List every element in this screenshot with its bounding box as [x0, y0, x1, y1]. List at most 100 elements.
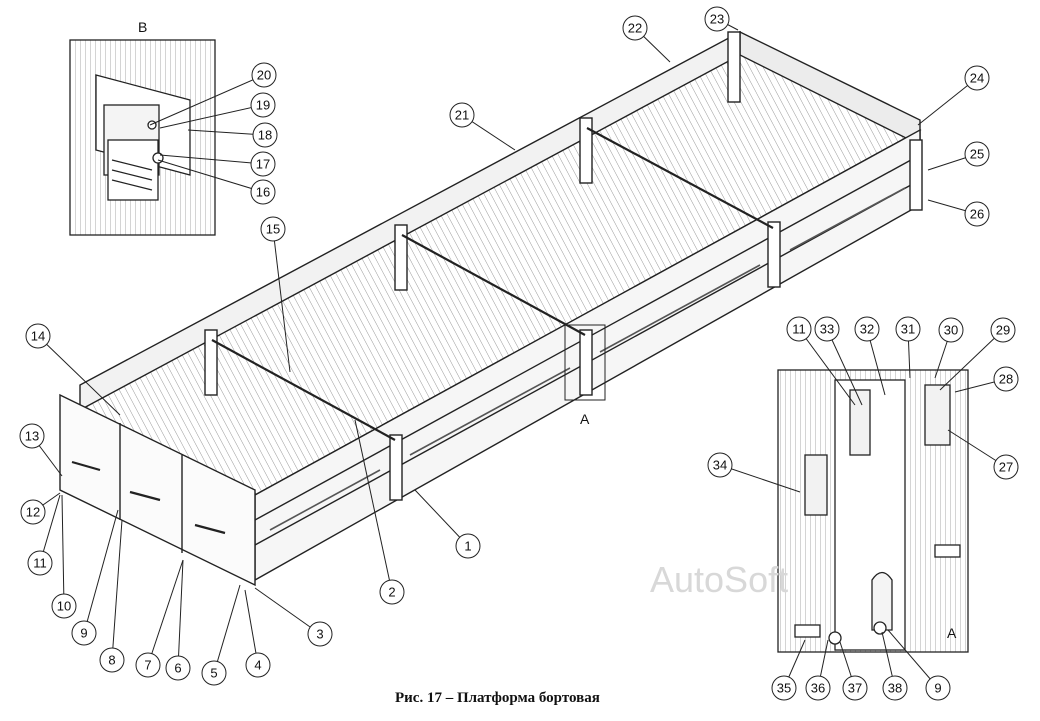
callout-circle — [165, 655, 191, 681]
callout-number: 27 — [999, 460, 1013, 475]
stanchion-1 — [204, 329, 218, 396]
callout-4: 4 — [244, 589, 271, 678]
callout-circle — [704, 6, 730, 32]
callout-number: 26 — [970, 207, 984, 222]
callout-leader — [159, 104, 264, 129]
callout-number: 2 — [388, 585, 395, 600]
callout-number: 32 — [860, 322, 874, 337]
callout-3: 3 — [254, 587, 333, 647]
inset-b-label: B — [138, 19, 147, 35]
callout-leader — [826, 328, 863, 406]
callout-circle — [455, 533, 481, 559]
callout-23: 23 — [704, 6, 739, 32]
callout-circle — [854, 316, 880, 342]
callout-circle — [622, 15, 648, 41]
callout-leader — [272, 228, 291, 373]
callout-29: 29 — [939, 317, 1016, 391]
callout-11: 11 — [27, 494, 61, 576]
callout-leader — [187, 129, 266, 136]
callout-37: 37 — [839, 641, 868, 701]
callout-circle — [895, 316, 921, 342]
callout-25: 25 — [927, 141, 990, 171]
stanchion-6 — [579, 329, 593, 396]
callout-leader — [244, 589, 259, 666]
callout-leader — [147, 559, 184, 666]
callout-circle — [27, 550, 53, 576]
callout-number: 38 — [888, 681, 902, 696]
callout-leader — [354, 419, 393, 593]
callout-28: 28 — [954, 366, 1019, 393]
stanchion-3 — [579, 117, 593, 184]
callout-leader — [719, 464, 801, 493]
detail-marker-a — [564, 324, 606, 401]
callout-circle — [993, 366, 1019, 392]
callout-9: 9 — [71, 509, 119, 646]
callout-circle — [707, 452, 733, 478]
callout-10: 10 — [51, 494, 77, 619]
callout-circle — [251, 62, 277, 88]
callout-number: 36 — [811, 681, 825, 696]
callout-leader — [157, 159, 264, 193]
stanchion-4 — [727, 31, 741, 103]
callout-35: 35 — [771, 639, 806, 701]
callout-number: 22 — [628, 21, 642, 36]
callout-30: 30 — [934, 317, 964, 379]
callout-number: 8 — [108, 653, 115, 668]
callout-circle — [250, 179, 276, 205]
callout-number: 25 — [970, 147, 984, 162]
callout-14: 14 — [25, 323, 121, 416]
callout-number: 17 — [256, 157, 270, 172]
callout-15: 15 — [260, 216, 291, 373]
callout-5: 5 — [201, 584, 241, 686]
callout-leader — [177, 559, 184, 669]
callout-7: 7 — [135, 559, 184, 678]
callout-9: 9 — [887, 629, 951, 701]
callout-number: 19 — [256, 98, 270, 113]
callout-circle — [938, 317, 964, 343]
callout-number: 4 — [254, 658, 261, 673]
callout-17: 17 — [159, 151, 276, 177]
callout-27: 27 — [947, 429, 1019, 480]
callout-number: 29 — [996, 323, 1010, 338]
callout-leader — [213, 584, 241, 674]
callout-number: 5 — [210, 666, 217, 681]
callout-20: 20 — [149, 62, 277, 126]
callout-36: 36 — [805, 639, 831, 701]
callout-circle — [964, 141, 990, 167]
callout-number: 33 — [820, 322, 834, 337]
callout-circle — [990, 317, 1016, 343]
callout-11: 11 — [786, 316, 856, 406]
callout-circle — [771, 675, 797, 701]
callout-number: 9 — [934, 681, 941, 696]
callout-layer: 1234567891011121314151617181920212223242… — [19, 6, 1019, 701]
callout-leader — [798, 328, 856, 406]
callout-leader — [159, 154, 264, 165]
callout-number: 28 — [999, 372, 1013, 387]
callout-number: 35 — [777, 681, 791, 696]
callout-number: 10 — [57, 599, 71, 614]
callout-circle — [993, 454, 1019, 480]
callout-6: 6 — [165, 559, 191, 681]
callout-number: 7 — [144, 658, 151, 673]
callout-leader — [111, 519, 123, 661]
callout-number: 12 — [26, 505, 40, 520]
callout-circle — [882, 675, 908, 701]
callout-number: 13 — [25, 429, 39, 444]
callout-number: 14 — [31, 329, 45, 344]
callout-21: 21 — [449, 102, 516, 151]
callout-number: 18 — [258, 128, 272, 143]
callout-number: 30 — [944, 323, 958, 338]
callout-leader — [887, 629, 939, 689]
callout-34: 34 — [707, 452, 801, 493]
callout-circle — [925, 675, 951, 701]
callout-leader — [254, 587, 321, 635]
callout-number: 23 — [710, 12, 724, 27]
watermark: AutoSoft — [650, 559, 788, 600]
callout-1: 1 — [414, 489, 481, 559]
stanchion-5 — [389, 434, 403, 501]
callout-number: 1 — [464, 539, 471, 554]
callout-13: 13 — [19, 423, 63, 477]
callout-leader — [939, 329, 1004, 391]
